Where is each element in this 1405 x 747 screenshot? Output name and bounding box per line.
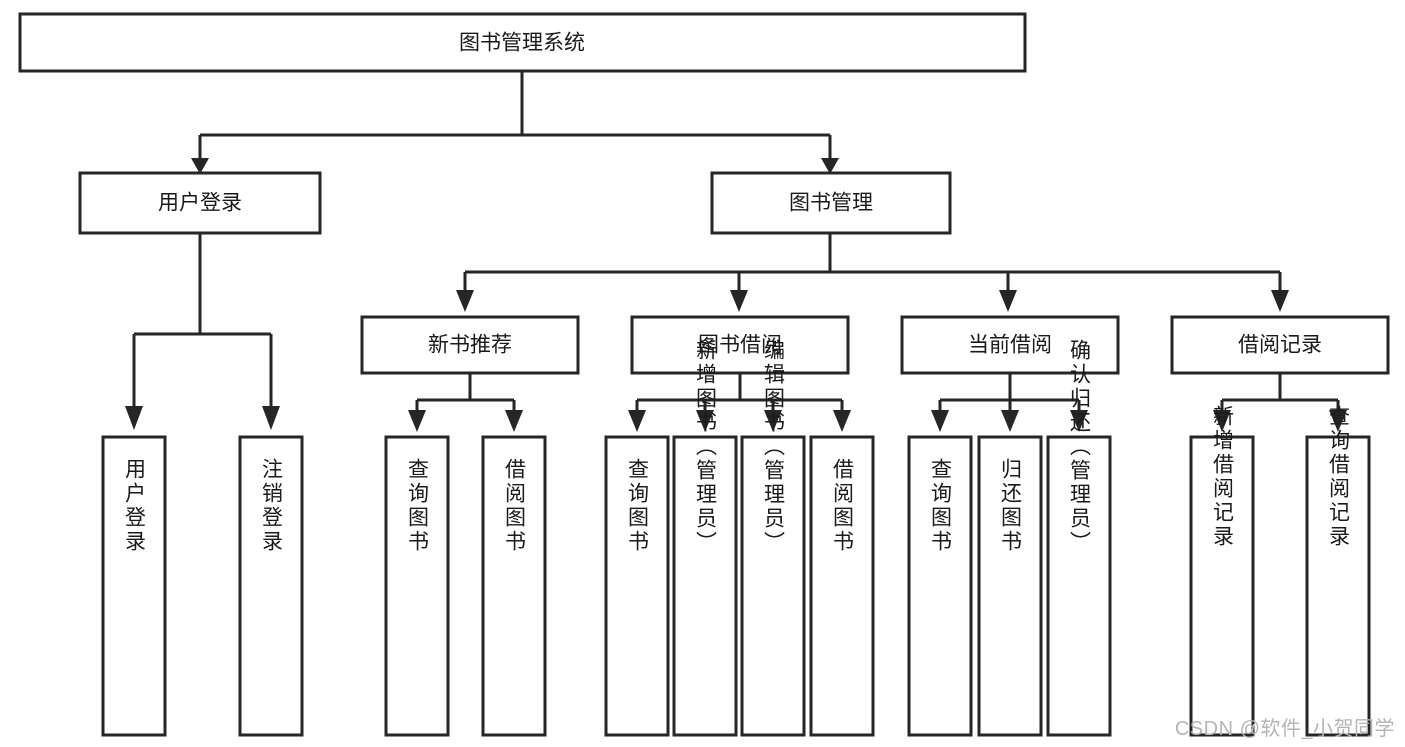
- node-book-borrow[interactable]: 图书借阅: [630, 315, 850, 375]
- leaf-records-query-record-label: 查询借阅记录: [1327, 405, 1351, 549]
- leaf-current-query-book-label: 查询图书: [929, 458, 953, 554]
- leaf-borrow-add-book[interactable]: 新增图书（管理员）: [672, 339, 738, 737]
- leaf-borrow-borrow-book-label: 借阅图书: [831, 458, 855, 554]
- leaf-current-confirm-return-label: 确认归还（管理员）: [1068, 339, 1092, 555]
- leaf-records-add-record[interactable]: 新增借阅记录: [1189, 405, 1255, 737]
- node-new-book-recommend[interactable]: 新书推荐: [360, 315, 580, 375]
- leaf-user-login[interactable]: 用户登录: [101, 435, 167, 737]
- leaf-records-query-record[interactable]: 查询借阅记录: [1305, 405, 1371, 737]
- node-book-management[interactable]: 图书管理: [710, 171, 952, 235]
- node-current-borrow-label: 当前借阅: [968, 334, 1052, 357]
- node-root-system-label: 图书管理系统: [459, 32, 585, 55]
- node-new-book-recommend-label: 新书推荐: [428, 334, 512, 357]
- leaf-current-query-book[interactable]: 查询图书: [907, 435, 973, 737]
- node-user-login-label: 用户登录: [158, 192, 242, 215]
- leaf-borrow-edit-book[interactable]: 编辑图书（管理员）: [740, 339, 806, 737]
- connector-book-borrow-branch: [628, 373, 851, 432]
- leaf-current-return-book[interactable]: 归还图书: [977, 435, 1043, 737]
- leaf-borrow-borrow-book[interactable]: 借阅图书: [809, 435, 875, 737]
- connector-borrow-records-branch: [1213, 373, 1347, 432]
- leaf-records-add-record-label: 新增借阅记录: [1211, 405, 1235, 549]
- node-borrow-records[interactable]: 借阅记录: [1170, 315, 1390, 375]
- connector-book-management-branch: [456, 233, 1289, 312]
- leaf-current-confirm-return[interactable]: 确认归还（管理员）: [1046, 339, 1112, 737]
- node-book-borrow-label: 图书借阅: [698, 334, 782, 357]
- leaf-current-return-book-label: 归还图书: [999, 458, 1023, 554]
- leaf-borrow-edit-book-label: 编辑图书（管理员）: [762, 339, 786, 555]
- leaf-logout-label: 注销登录: [260, 458, 284, 554]
- leaf-borrow-add-book-label: 新增图书（管理员）: [694, 339, 718, 555]
- node-current-borrow[interactable]: 当前借阅: [900, 315, 1120, 375]
- leaf-logout[interactable]: 注销登录: [238, 435, 304, 737]
- leaf-newbook-query-book-label: 查询图书: [406, 458, 430, 554]
- leaf-user-login-label: 用户登录: [123, 458, 147, 554]
- leaf-borrow-query-book[interactable]: 查询图书: [604, 435, 670, 737]
- connector-root-to-user-login: [191, 135, 209, 174]
- connector-user-login-branch: [125, 233, 280, 430]
- node-root-system[interactable]: 图书管理系统: [18, 12, 1027, 73]
- node-user-login[interactable]: 用户登录: [78, 171, 322, 235]
- connector-current-borrow-branch: [931, 373, 1088, 432]
- connector-new-book-branch: [408, 373, 523, 432]
- leaf-newbook-borrow-book-label: 借阅图书: [503, 458, 527, 554]
- connector-root-to-book-management: [821, 135, 839, 174]
- connector-root-trunk: [200, 71, 830, 137]
- leaf-newbook-query-book[interactable]: 查询图书: [384, 435, 450, 737]
- leaf-borrow-query-book-label: 查询图书: [626, 458, 650, 554]
- node-borrow-records-label: 借阅记录: [1238, 334, 1322, 357]
- leaf-newbook-borrow-book[interactable]: 借阅图书: [481, 435, 547, 737]
- node-book-management-label: 图书管理: [789, 192, 873, 215]
